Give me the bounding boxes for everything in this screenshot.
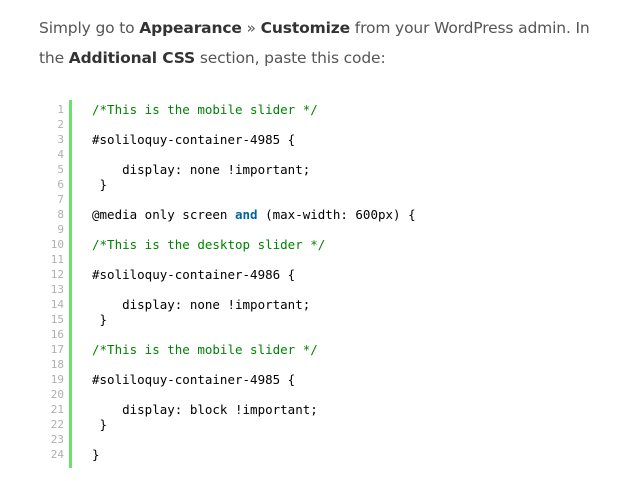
line-number: 20 xyxy=(50,388,64,401)
media-query-prefix: @media only screen xyxy=(92,207,235,222)
code-line-19: #soliloquy-container-4985 { xyxy=(92,372,296,387)
line-number: 6 xyxy=(57,178,64,191)
code-line-17: /*This is the mobile slider */ xyxy=(92,342,318,357)
media-query-condition: (max-width: 600px) { xyxy=(257,207,416,222)
code-line-24: } xyxy=(92,447,100,462)
line-number: 3 xyxy=(57,133,64,146)
code-line-12: #soliloquy-container-4986 { xyxy=(92,267,296,282)
code-line-22: } xyxy=(92,417,108,432)
line-number: 16 xyxy=(50,328,64,341)
line-number: 14 xyxy=(50,298,64,311)
line-number: 9 xyxy=(57,223,64,236)
line-number: 8 xyxy=(57,208,64,221)
code-line-15: } xyxy=(92,312,108,327)
line-number-gutter: 1 2 3 4 5 6 7 8 9 10 11 12 13 14 15 16 1… xyxy=(45,100,72,468)
line-number: 15 xyxy=(50,313,64,326)
code-block[interactable]: 1 2 3 4 5 6 7 8 9 10 11 12 13 14 15 16 1… xyxy=(45,100,605,470)
line-number: 2 xyxy=(57,118,64,131)
line-number: 7 xyxy=(57,193,64,206)
line-number: 18 xyxy=(50,358,64,371)
intro-text-2: from your WordPress admin. In the xyxy=(39,19,590,67)
code-line-14: display: none !important; xyxy=(92,297,311,312)
line-number: 21 xyxy=(50,403,64,416)
line-number: 22 xyxy=(50,418,64,431)
line-number: 24 xyxy=(50,448,64,461)
line-number: 13 xyxy=(50,283,64,296)
code-line-5: display: none !important; xyxy=(92,162,311,177)
intro-text-3: section, paste this code: xyxy=(195,49,386,67)
and-keyword: and xyxy=(235,207,258,222)
line-number: 1 xyxy=(57,103,64,116)
code-line-1: /*This is the mobile slider */ xyxy=(92,102,318,117)
code-line-21: display: block !important; xyxy=(92,402,318,417)
line-number: 12 xyxy=(50,268,64,281)
line-number: 4 xyxy=(57,148,64,161)
customize-menu-label: Customize xyxy=(260,19,351,37)
additional-css-label: Additional CSS xyxy=(68,49,196,67)
code-line-10: /*This is the desktop slider */ xyxy=(92,237,326,252)
intro-paragraph: Simply go to Appearance » Customize from… xyxy=(39,13,609,73)
line-number: 23 xyxy=(50,433,64,446)
appearance-menu-label: Appearance xyxy=(139,19,242,37)
line-number: 10 xyxy=(50,238,64,251)
code-line-8: @media only screen and (max-width: 600px… xyxy=(92,207,416,222)
code-line-6: } xyxy=(92,177,108,192)
line-number: 17 xyxy=(50,343,64,356)
line-number: 11 xyxy=(50,253,64,266)
breadcrumb-separator: » xyxy=(241,19,261,37)
line-number: 19 xyxy=(50,373,64,386)
code-line-3: #soliloquy-container-4985 { xyxy=(92,132,296,147)
line-number: 5 xyxy=(57,163,64,176)
intro-text-1: Simply go to xyxy=(39,19,140,37)
